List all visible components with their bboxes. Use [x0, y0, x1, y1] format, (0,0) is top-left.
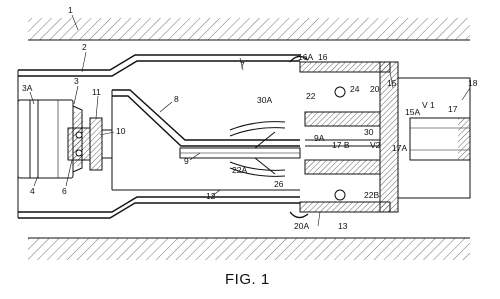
- label-2: 2: [82, 42, 87, 52]
- label-17B: 17 B: [332, 140, 350, 150]
- label-13: 13: [338, 221, 348, 231]
- label-17: 17: [448, 104, 458, 114]
- label-7: 7: [240, 60, 245, 70]
- label-16A: 16A: [298, 52, 313, 62]
- leader-lines: [29, 14, 471, 227]
- label-12: 12: [206, 191, 216, 201]
- pin-9: [179, 147, 301, 159]
- inner-diagonal-wall: [111, 89, 300, 191]
- label-30: 30: [364, 127, 374, 137]
- label-10: 10: [116, 126, 126, 136]
- label-1: 1: [68, 5, 73, 15]
- right-housing: [289, 55, 399, 219]
- label-15A: 15A: [405, 107, 420, 117]
- spring-fingers: [229, 121, 286, 177]
- label-16: 16: [318, 52, 328, 62]
- outer-bore-wall: [28, 18, 470, 260]
- label-15: 15: [387, 78, 397, 88]
- label-22A: 22A: [232, 165, 247, 175]
- label-V2: V2: [370, 140, 381, 150]
- label-11: 11: [92, 87, 101, 97]
- label-9: 9: [184, 156, 189, 166]
- label-3: 3: [74, 76, 79, 86]
- label-22: 22: [306, 91, 316, 101]
- label-17A: 17A: [392, 143, 407, 153]
- housing-tube: [17, 54, 300, 219]
- label-30A: 30A: [257, 95, 272, 105]
- label-4: 4: [30, 186, 35, 196]
- label-9A: 9A: [314, 133, 325, 143]
- label-3A: 3A: [22, 83, 33, 93]
- label-20A: 20A: [294, 221, 309, 231]
- label-8: 8: [174, 94, 179, 104]
- reference-labels: 1 2 3 3A 4 6 7 8 9 9A 10 11 12 13 15 15A…: [22, 5, 478, 231]
- label-24: 24: [350, 84, 360, 94]
- figure-caption: FIG. 1: [225, 271, 270, 288]
- label-20: 20: [370, 84, 380, 94]
- cable: [397, 77, 471, 199]
- label-22B: 22B: [364, 190, 379, 200]
- label-6: 6: [62, 186, 67, 196]
- label-18: 18: [468, 78, 478, 88]
- label-26: 26: [274, 179, 284, 189]
- label-V1: V 1: [422, 100, 435, 110]
